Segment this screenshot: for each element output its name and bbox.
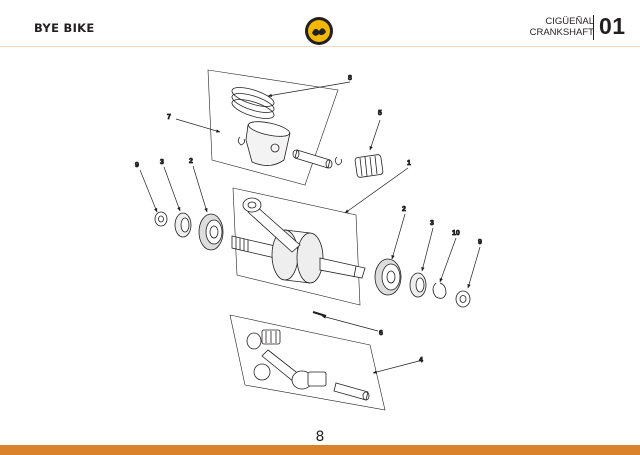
callout-label: 1 <box>407 160 411 167</box>
callout-leaders <box>139 81 481 374</box>
piston-panel <box>207 69 342 186</box>
title-separator <box>593 15 594 40</box>
callout-label: 8 <box>348 75 352 82</box>
callout-label: 2 <box>402 206 406 213</box>
footer-accent-bar <box>0 445 640 455</box>
callout-label: 9 <box>478 239 482 246</box>
callout-label: 6 <box>379 330 383 337</box>
small-end-bearing <box>354 154 384 178</box>
callout-label: 9 <box>135 162 139 169</box>
woodruff-key <box>312 311 327 317</box>
brand-logo-icon <box>305 17 333 45</box>
callout-label: 3 <box>160 159 164 166</box>
page-number: 8 <box>315 429 325 445</box>
callout-label: 5 <box>378 110 382 117</box>
right-bearing <box>374 258 402 296</box>
right-nut <box>455 290 471 308</box>
left-nut <box>154 211 168 227</box>
section-title-es: CIGÜEÑAL <box>545 16 594 27</box>
section-number: 01 <box>599 13 626 39</box>
crankshaft-exploded-diagram: 8 7 5 9 3 2 1 2 3 10 9 6 4 <box>135 69 483 411</box>
brand-name: BYE BIKE <box>34 21 95 35</box>
section-title: CIGÜEÑAL CRANKSHAFT <box>530 16 594 38</box>
crankshaft-panel <box>231 187 366 306</box>
callout-label: 4 <box>419 357 423 364</box>
callout-label: 2 <box>189 158 193 165</box>
left-bearing <box>198 213 224 251</box>
callout-label: 3 <box>430 220 434 227</box>
conrod-kit-panel <box>229 314 386 411</box>
header-divider <box>0 46 640 47</box>
callout-label: 7 <box>167 114 171 121</box>
section-title-en: CRANKSHAFT <box>529 27 594 38</box>
right-seal <box>409 272 427 298</box>
callout-label: 10 <box>452 230 460 237</box>
right-clip <box>432 282 447 299</box>
callout-labels: 8 7 5 9 3 2 1 2 3 10 9 6 4 <box>135 75 483 365</box>
left-seal <box>174 212 192 238</box>
